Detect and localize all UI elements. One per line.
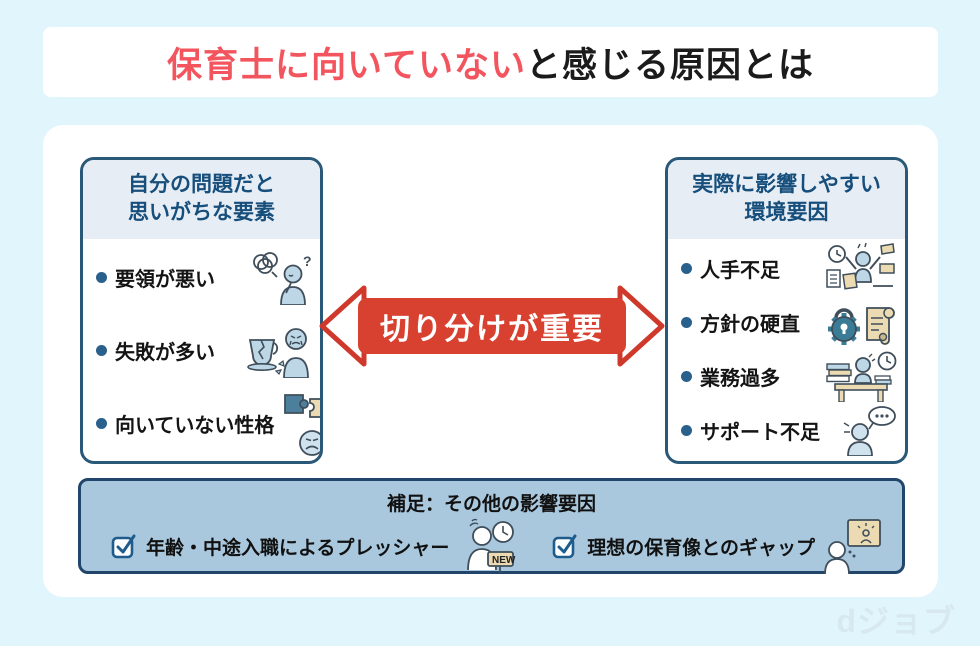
bullet-icon <box>681 424 692 436</box>
list-item: 方針の硬直 <box>681 295 897 349</box>
list-item: 業務過多 <box>681 349 897 403</box>
bullet-icon <box>96 418 107 430</box>
supplement-title: 補足：その他の影響要因 <box>386 494 596 515</box>
overwhelmed-person-icon <box>825 242 897 294</box>
both-ways-arrow: 切り分けが重要 <box>318 277 666 375</box>
list-item: 理想の保育像とのギャップ <box>552 518 882 574</box>
list-item: サポート不足 <box>681 403 897 457</box>
list-item: 失敗が多い <box>96 314 312 387</box>
lock-gear-scroll-icon <box>823 296 897 348</box>
page-title: 保育士に向いていないと感じる原因とは <box>43 27 938 97</box>
bullet-icon <box>681 370 692 382</box>
checkbox-checked-icon <box>552 534 577 559</box>
newcomer-pressure-icon: NEW <box>458 518 516 574</box>
d-job-logo: dジョブ <box>836 603 956 639</box>
bullet-icon <box>96 272 107 284</box>
page-title-highlight: 保育士に向いていない <box>167 45 526 85</box>
list-item: 要領が悪い ? <box>96 241 312 314</box>
puzzle-mismatch-icon <box>282 391 320 457</box>
diagram-panel: 自分の問題だと 思いがちな要素 要領が悪い <box>43 125 938 597</box>
self-factors-box: 自分の問題だと 思いがちな要素 要領が悪い <box>80 157 323 464</box>
supplement-box: 補足：その他の影響要因 年齢・中途入職によるプレッシャー N <box>78 478 905 574</box>
ideal-image-gap-icon <box>824 518 882 574</box>
svg-text:?: ? <box>303 253 312 269</box>
svg-text:NEW: NEW <box>492 555 516 566</box>
page-title-rest: と感じる原因とは <box>525 45 814 85</box>
list-item: 向いていない性格 <box>96 387 320 460</box>
broken-cup-crying-icon <box>246 324 312 378</box>
tangled-thoughts-person-icon: ? <box>248 251 312 305</box>
checkbox-checked-icon <box>111 534 136 559</box>
bullet-icon <box>681 262 692 274</box>
bullet-icon <box>96 345 107 357</box>
arrow-label: 切り分けが重要 <box>358 298 626 354</box>
environment-factors-box: 実際に影響しやすい 環境要因 人手不足 <box>665 157 908 464</box>
overloaded-desk-icon <box>823 350 897 403</box>
list-item: 年齢・中途入職によるプレッシャー NEW <box>111 518 516 574</box>
no-support-person-icon <box>841 404 897 457</box>
environment-factors-header: 実際に影響しやすい 環境要因 <box>668 160 905 240</box>
list-item: 人手不足 <box>681 241 897 295</box>
self-factors-header: 自分の問題だと 思いがちな要素 <box>83 160 320 240</box>
bullet-icon <box>681 316 692 328</box>
